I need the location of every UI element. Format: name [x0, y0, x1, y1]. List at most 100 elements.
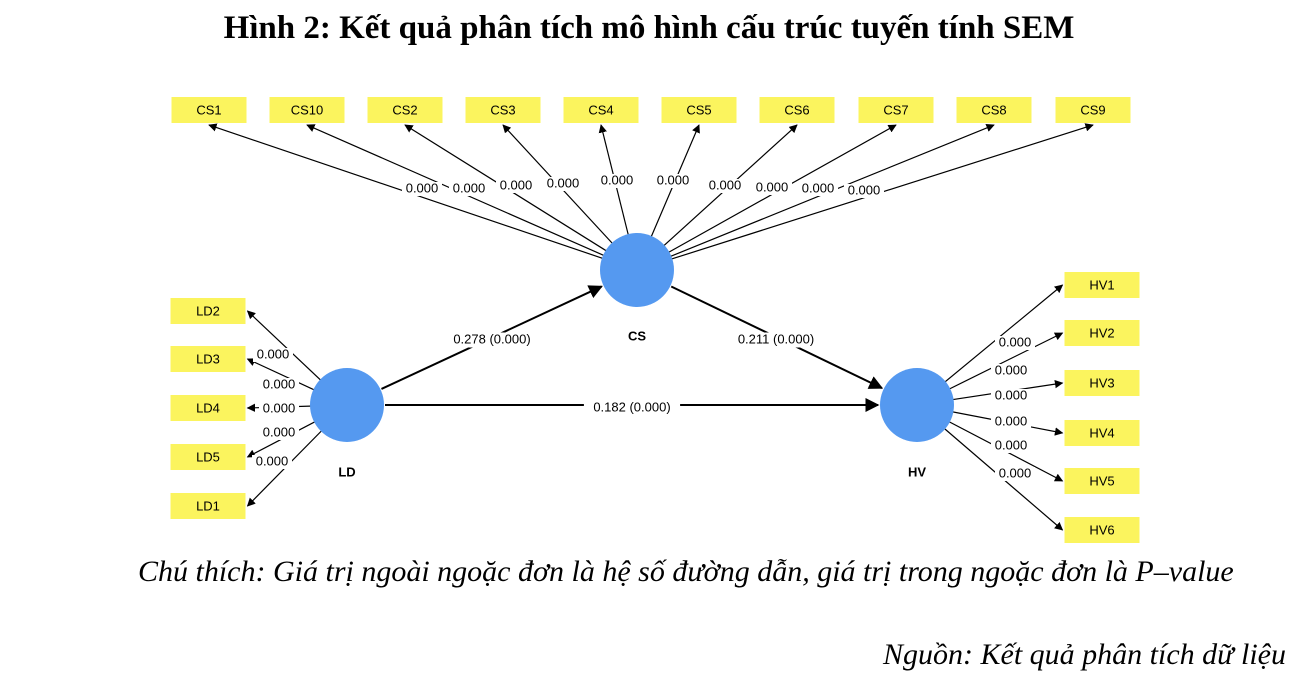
indicator-hv6-box: [1064, 517, 1140, 543]
label-background: [259, 378, 299, 392]
indicator-cs10-label: CS10: [291, 102, 324, 117]
indicator-cs1-box: [171, 97, 247, 123]
label-background: [259, 426, 299, 440]
indicator-cs6-box: [759, 97, 835, 123]
latent-ld-label: LD: [338, 464, 355, 479]
loading-value-ld3: 0.000: [263, 376, 296, 391]
indicator-ld5-label: LD5: [196, 449, 220, 464]
loading-value-ld1: 0.000: [256, 453, 289, 468]
label-background: [727, 332, 825, 348]
label-background: [259, 402, 299, 416]
latent-hv-circle: [880, 368, 954, 442]
label-background: [543, 177, 583, 191]
loading-arrow-hv1: [942, 284, 1064, 385]
indicator-ld1-label: LD1: [196, 498, 220, 513]
label-background: [991, 364, 1031, 378]
indicator-cs7-box: [858, 97, 934, 123]
figure-title: Hình 2: Kết quả phân tích mô hình cấu tr…: [223, 10, 1075, 46]
indicator-cs2-label: CS2: [392, 102, 417, 117]
loading-arrow-ld2: [246, 310, 324, 383]
indicator-cs4-label: CS4: [588, 102, 613, 117]
indicator-hv4-box: [1064, 420, 1140, 446]
loading-arrow-hv2: [946, 332, 1064, 391]
label-background: [253, 348, 293, 362]
loading-value-hv3: 0.000: [995, 387, 1028, 402]
label-background: [798, 182, 838, 196]
loading-value-cs7: 0.000: [756, 179, 789, 194]
indicator-ld4-box: [170, 395, 246, 421]
indicator-ld3-label: LD3: [196, 351, 220, 366]
label-background: [252, 455, 292, 469]
label-background: [991, 415, 1031, 429]
indicator-cs3-box: [465, 97, 541, 123]
loading-value-hv5: 0.000: [995, 437, 1028, 452]
indicator-cs1-label: CS1: [196, 102, 221, 117]
label-background: [991, 389, 1031, 403]
indicator-ld3-box: [170, 346, 246, 372]
label-background: [583, 400, 681, 416]
indicator-cs4-box: [563, 97, 639, 123]
label-background: [991, 439, 1031, 453]
indicator-hv3-label: HV3: [1089, 375, 1114, 390]
loading-value-ld2: 0.000: [257, 346, 290, 361]
label-background: [844, 184, 884, 198]
indicator-hv4-label: HV4: [1089, 425, 1114, 440]
indicator-cs3-label: CS3: [490, 102, 515, 117]
indicator-hv3-box: [1064, 370, 1140, 396]
loading-value-hv2: 0.000: [995, 362, 1028, 377]
loading-value-ld5: 0.000: [263, 424, 296, 439]
label-background: [653, 174, 693, 188]
latent-cs-label: CS: [628, 328, 646, 343]
label-background: [496, 179, 536, 193]
path-coefficient-ld-hv: 0.182 (0.000): [593, 399, 670, 414]
indicator-cs5-box: [661, 97, 737, 123]
loading-value-cs9: 0.000: [848, 182, 881, 197]
indicator-cs2-box: [367, 97, 443, 123]
indicator-cs9-label: CS9: [1080, 102, 1105, 117]
loading-value-hv1: 0.000: [999, 334, 1032, 349]
loading-value-cs6: 0.000: [709, 177, 742, 192]
path-coefficient-cs-hv: 0.211 (0.000): [738, 331, 814, 346]
indicator-ld2-label: LD2: [196, 303, 220, 318]
indicator-ld5-box: [170, 444, 246, 470]
path-coefficient-ld-cs: 0.278 (0.000): [453, 331, 530, 346]
loading-value-cs5: 0.000: [657, 172, 690, 187]
indicator-ld4-label: LD4: [196, 400, 220, 415]
indicator-cs8-box: [956, 97, 1032, 123]
loading-value-cs8: 0.000: [802, 180, 835, 195]
indicator-ld1-box: [170, 493, 246, 519]
indicator-hv2-label: HV2: [1089, 325, 1114, 340]
loading-value-hv6: 0.000: [999, 465, 1032, 480]
indicator-cs10-box: [269, 97, 345, 123]
label-background: [443, 332, 541, 348]
label-background: [752, 181, 792, 195]
indicator-cs7-label: CS7: [883, 102, 908, 117]
loading-value-cs3: 0.000: [547, 175, 580, 190]
indicator-hv1-label: HV1: [1089, 277, 1114, 292]
label-background: [449, 182, 489, 196]
loading-value-cs2: 0.000: [500, 177, 533, 192]
label-background: [995, 336, 1035, 350]
label-background: [402, 182, 442, 196]
figure-source: Nguồn: Kết quả phân tích dữ liệu: [883, 638, 1286, 671]
label-background: [705, 179, 745, 193]
indicator-hv6-label: HV6: [1089, 522, 1114, 537]
indicator-cs5-label: CS5: [686, 102, 711, 117]
loading-value-cs10: 0.000: [453, 180, 486, 195]
indicator-cs9-box: [1055, 97, 1131, 123]
indicator-ld2-box: [170, 298, 246, 324]
indicator-cs6-label: CS6: [784, 102, 809, 117]
label-background: [995, 467, 1035, 481]
loading-value-ld4: 0.000: [263, 400, 296, 415]
label-background: [597, 174, 637, 188]
loading-arrow-ld3: [246, 358, 318, 392]
indicator-hv5-box: [1064, 468, 1140, 494]
loading-value-hv4: 0.000: [995, 413, 1028, 428]
latent-cs-circle: [600, 233, 674, 307]
indicator-hv5-label: HV5: [1089, 473, 1114, 488]
loading-value-cs4: 0.000: [601, 172, 634, 187]
loading-value-cs1: 0.000: [406, 180, 439, 195]
latent-hv-label: HV: [908, 464, 926, 479]
figure-note: Chú thích: Giá trị ngoài ngoặc đơn là hệ…: [138, 555, 1234, 588]
